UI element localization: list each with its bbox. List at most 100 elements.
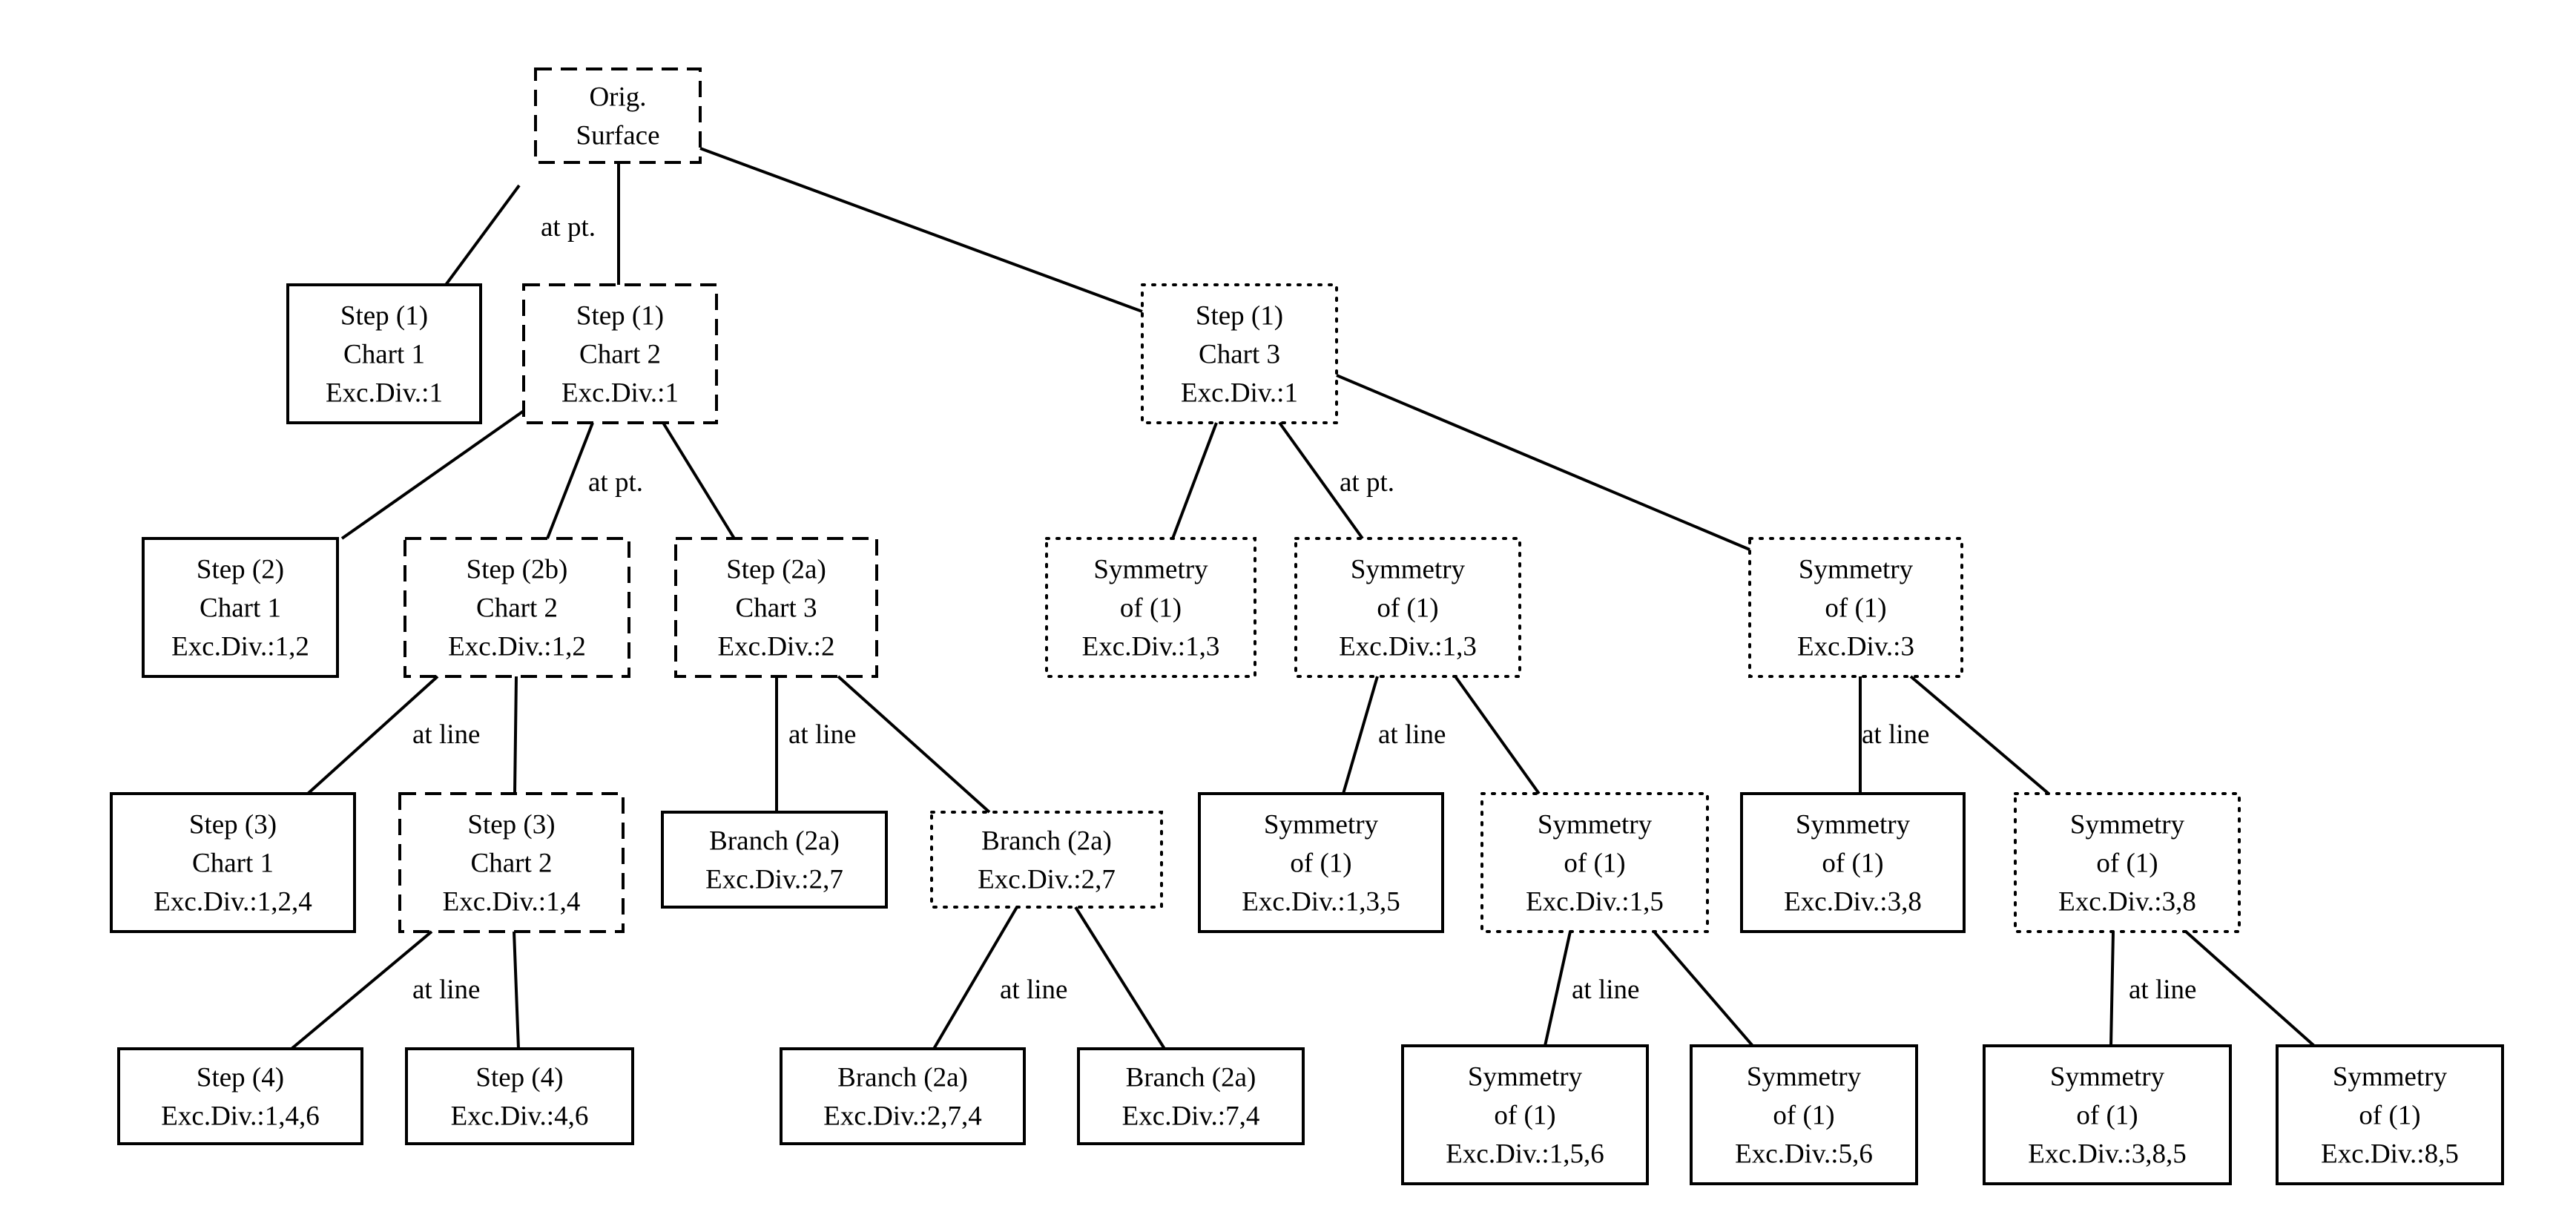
node-label-line: Symmetry bbox=[2333, 1061, 2448, 1092]
node-label-line: Symmetry bbox=[1538, 809, 1653, 840]
node-label-line: Chart 1 bbox=[200, 593, 281, 623]
node-label-line: of (1) bbox=[1825, 593, 1886, 623]
edge-s3c2-to-s4a bbox=[290, 930, 433, 1050]
edge-label-s3c2: at line bbox=[412, 975, 480, 1005]
edge-orig-to-s1c3 bbox=[699, 147, 1143, 313]
node-label-line: Symmetry bbox=[1796, 809, 1911, 840]
node-box bbox=[661, 811, 888, 909]
node-label-line: Exc.Div.:8,5 bbox=[2321, 1139, 2459, 1169]
node-box bbox=[1690, 1044, 1918, 1185]
edge-s1c2-to-s2bc2 bbox=[546, 422, 594, 539]
node-label-line: Exc.Div.:2,7 bbox=[978, 864, 1116, 894]
node-label-line: Exc.Div.:4,6 bbox=[451, 1101, 589, 1131]
edge-s1c3-to-sym13b bbox=[1278, 421, 1364, 540]
node-label-line: Chart 2 bbox=[471, 848, 553, 878]
node-box bbox=[117, 1047, 363, 1145]
node-sym85: Symmetry of (1) Exc.Div.:8,5 bbox=[2276, 1044, 2504, 1185]
node-label-line: Exc.Div.:1 bbox=[561, 378, 679, 408]
node-label-line: of (1) bbox=[2359, 1100, 2420, 1130]
node-label-line: Exc.Div.:1,2 bbox=[448, 631, 586, 662]
node-br74: Branch (2a)Exc.Div.:7,4 bbox=[1077, 1047, 1305, 1145]
edge-sym3-to-sym38b bbox=[1909, 675, 2050, 795]
edge-sym38b-to-sym85 bbox=[2184, 930, 2316, 1047]
node-label-line: Step (1) bbox=[576, 300, 664, 331]
node-label-line: Symmetry bbox=[1799, 554, 1914, 584]
node-box bbox=[286, 283, 482, 424]
edge-label-s2ac3: at line bbox=[788, 719, 856, 750]
edge-sym15-to-sym56 bbox=[1653, 930, 1754, 1047]
node-label-line: Chart 2 bbox=[476, 593, 558, 623]
node-label-line: Exc.Div.:1,3 bbox=[1082, 631, 1220, 662]
node-label-line: Step (2a) bbox=[726, 554, 826, 584]
node-box bbox=[1294, 537, 1521, 678]
node-label-line: of (1) bbox=[1494, 1100, 1555, 1130]
node-label-line: Step (1) bbox=[1196, 300, 1283, 331]
node-label-line: of (1) bbox=[2096, 848, 2158, 878]
edge-label-orig: at pt. bbox=[541, 212, 596, 243]
node-label-line: of (1) bbox=[1290, 848, 1351, 878]
node-label-line: of (1) bbox=[2076, 1100, 2138, 1130]
edge-s1c3-to-sym13a bbox=[1171, 422, 1218, 539]
node-label-line: Step (1) bbox=[340, 300, 428, 331]
node-label-line: Symmetry bbox=[1093, 554, 1208, 584]
node-box bbox=[142, 537, 339, 678]
node-label-line: Exc.Div.:3 bbox=[1797, 631, 1914, 662]
node-label-line: Symmetry bbox=[2050, 1061, 2165, 1092]
node-s4a: Step (4)Exc.Div.:1,4,6 bbox=[117, 1047, 363, 1145]
node-box bbox=[405, 1047, 634, 1145]
node-box bbox=[674, 537, 878, 678]
node-label-line: of (1) bbox=[1564, 848, 1625, 878]
node-box bbox=[534, 67, 702, 164]
edge-s2ac3-to-br27b bbox=[837, 675, 991, 814]
node-label-line: Step (4) bbox=[475, 1062, 563, 1093]
node-label-line: Chart 1 bbox=[343, 339, 425, 369]
edge-s2bc2-to-s3c1 bbox=[306, 675, 439, 795]
node-label-line: Step (3) bbox=[467, 809, 555, 840]
edge-orig-to-s1c1 bbox=[444, 184, 521, 286]
node-box bbox=[1748, 537, 1963, 678]
node-label-line: of (1) bbox=[1773, 1100, 1834, 1130]
node-label-line: Exc.Div.:1 bbox=[1181, 378, 1298, 408]
node-label-line: Surface bbox=[576, 120, 660, 151]
node-label-line: Exc.Div.:1,5 bbox=[1526, 886, 1664, 917]
node-label-line: Exc.Div.:3,8 bbox=[2058, 886, 2196, 917]
node-s4b: Step (4) Exc.Div.:4,6 bbox=[405, 1047, 634, 1145]
node-box bbox=[1401, 1044, 1649, 1185]
node-label-line: Exc.Div.:2,7,4 bbox=[823, 1101, 981, 1131]
node-label-line: Chart 3 bbox=[736, 593, 817, 623]
node-label-line: Branch (2a) bbox=[981, 826, 1112, 856]
node-label-line: Orig. bbox=[589, 82, 646, 112]
edge-label-sym3: at line bbox=[1862, 719, 1929, 750]
node-label-line: Exc.Div.:1,3 bbox=[1339, 631, 1477, 662]
node-br274: Branch (2a)Exc.Div.:2,7,4 bbox=[780, 1047, 1026, 1145]
edge-br27b-to-br274 bbox=[932, 906, 1018, 1050]
node-box bbox=[398, 792, 625, 933]
node-label-line: Exc.Div.:3,8,5 bbox=[2028, 1139, 2186, 1169]
node-sym15: Symmetry of (1) Exc.Div.:1,5 bbox=[1480, 792, 1709, 933]
node-label-line: Step (4) bbox=[197, 1062, 284, 1093]
node-label-line: Symmetry bbox=[1468, 1061, 1583, 1092]
edge-label-s1c3: at pt. bbox=[1340, 467, 1394, 498]
node-box bbox=[930, 811, 1163, 909]
node-box bbox=[2014, 792, 2241, 933]
node-label-line: Exc.Div.:2,7 bbox=[705, 864, 843, 894]
node-sym3: Symmetry of (1) Exc.Div.:3 bbox=[1748, 537, 1963, 678]
node-label-line: Exc.Div.:1,4 bbox=[443, 886, 581, 917]
node-label-line: Chart 1 bbox=[192, 848, 274, 878]
node-label-line: Exc.Div.:5,6 bbox=[1735, 1139, 1873, 1169]
node-br27a: Branch (2a)Exc.Div.:2,7 bbox=[661, 811, 888, 909]
edge-label-sym13b: at line bbox=[1378, 719, 1446, 750]
node-label-line: Exc.Div.:1,3,5 bbox=[1242, 886, 1400, 917]
node-label-line: Exc.Div.:3,8 bbox=[1784, 886, 1922, 917]
